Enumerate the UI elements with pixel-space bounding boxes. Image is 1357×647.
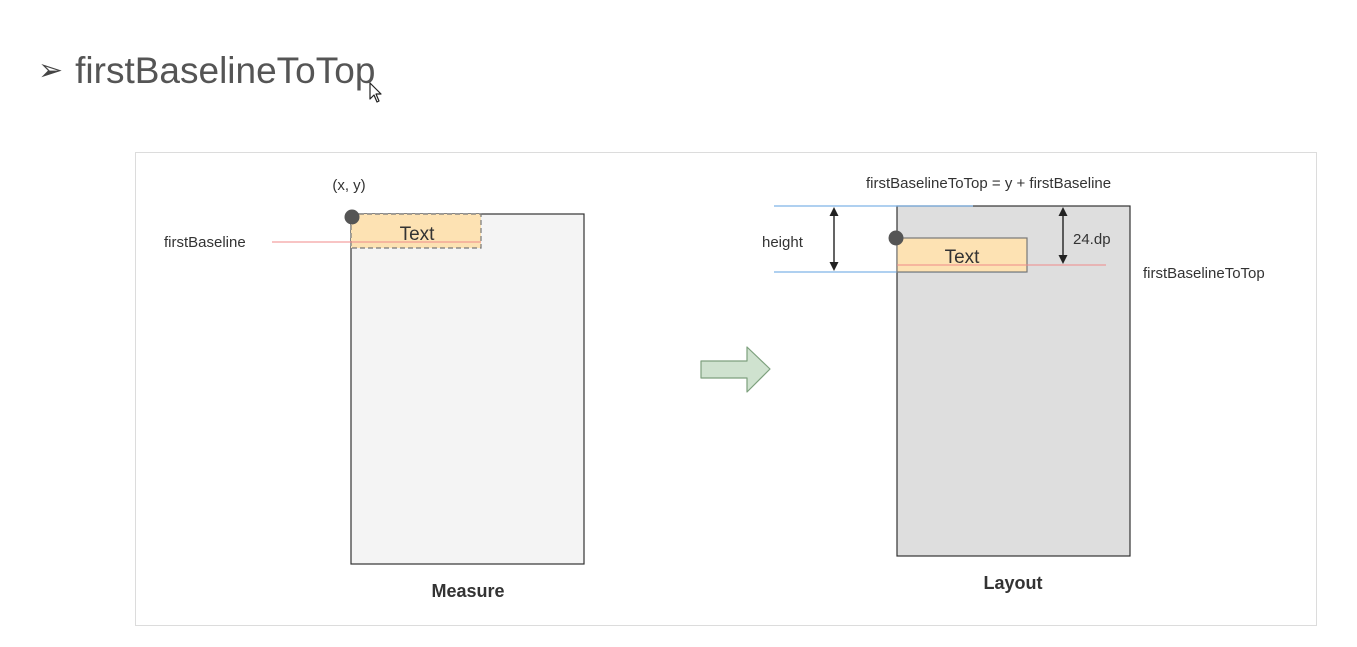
layout-caption: Layout [983,573,1042,593]
diagram-panel: (x, y) firstBaseline Text Measure firstB… [135,152,1317,626]
coordinate-label: (x, y) [332,177,365,194]
measure-container [350,213,585,565]
transition-arrow-icon [700,346,771,393]
measure-text-label: Text [400,224,436,245]
page-title: firstBaselineToTop [75,50,376,91]
baseline-to-top-label: firstBaselineToTop [1143,265,1265,282]
layout-text-box [896,237,1028,273]
formula-label: firstBaselineToTop = y + firstBaseline [866,175,1111,192]
dp-arrow-icon [1058,207,1068,264]
height-label: height [762,234,804,251]
baseline-diagram: (x, y) firstBaseline Text Measure firstB… [164,175,1265,601]
dp-label: 24.dp [1073,231,1111,248]
layout-text-label: Text [945,247,981,268]
height-arrow-icon [829,207,839,271]
measure-caption: Measure [431,581,504,601]
layout-origin-point [888,230,904,246]
slide-title: ➢ firstBaselineToTop [38,46,375,96]
bullet-arrow-icon: ➢ [38,54,64,87]
origin-point [344,209,360,225]
first-baseline-label: firstBaseline [164,234,246,251]
mouse-pointer-icon [369,82,382,103]
